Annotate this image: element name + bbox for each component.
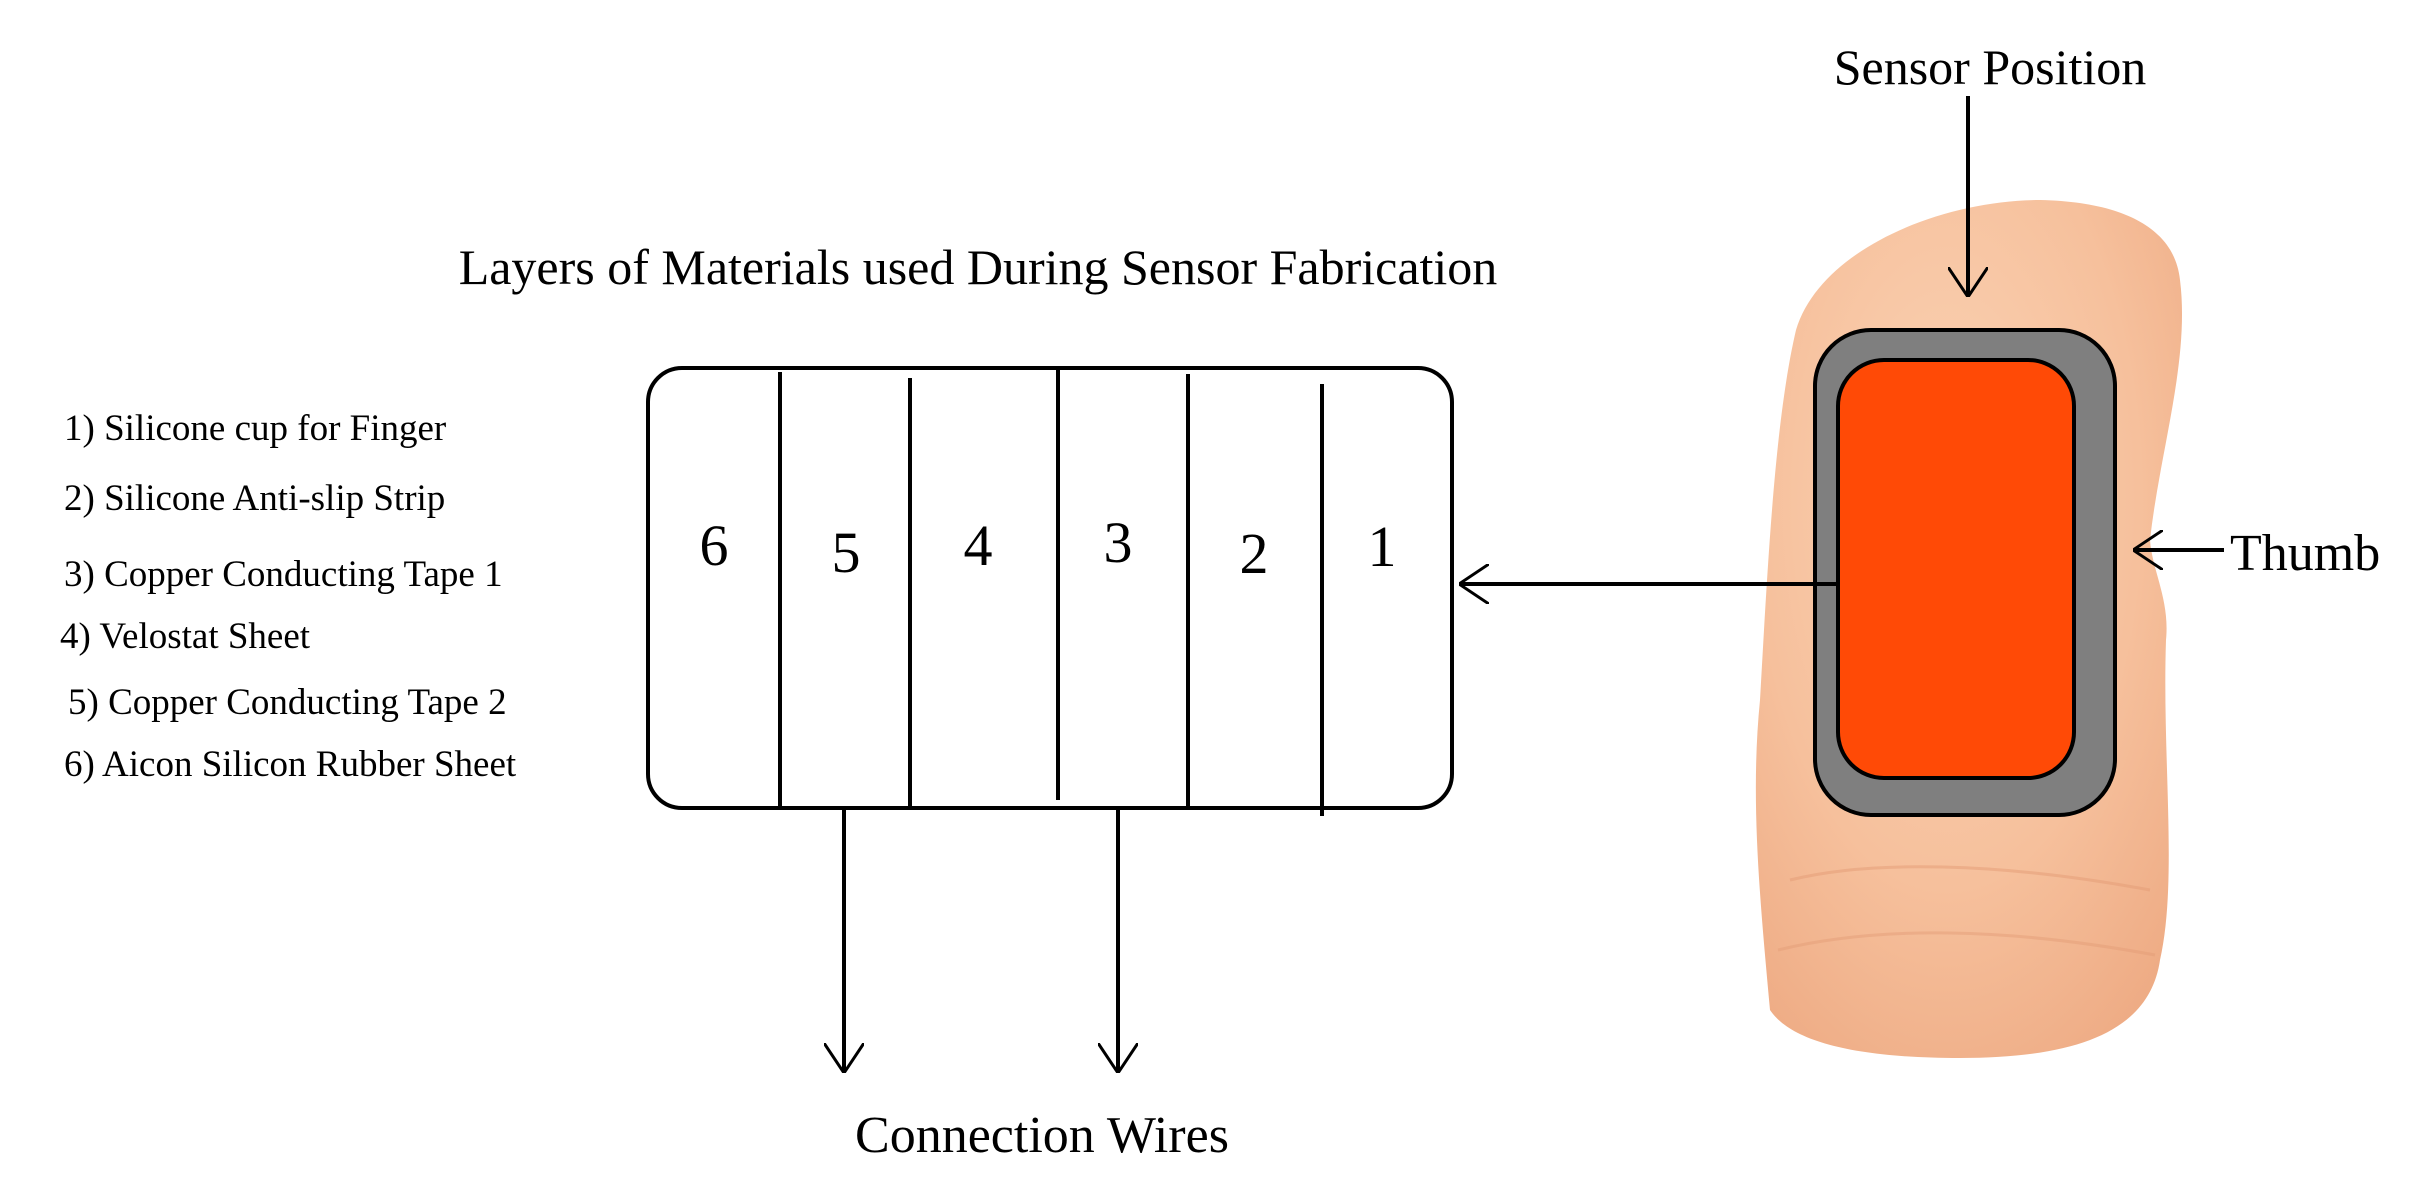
legend-item-4: 4) Velostat Sheet bbox=[60, 616, 311, 657]
thumb-crease bbox=[1789, 865, 2151, 892]
layer-number-2: 2 bbox=[1240, 521, 1269, 586]
sensor-position-label: Sensor Position bbox=[1834, 39, 2147, 95]
layer-stack-frame bbox=[646, 366, 1454, 810]
thumb-label: Thumb bbox=[2230, 525, 2380, 582]
layer-number-6: 6 bbox=[700, 513, 729, 578]
layer-number-1: 1 bbox=[1368, 514, 1397, 579]
legend-item-5: 5) Copper Conducting Tape 2 bbox=[68, 682, 507, 723]
thumb-crease bbox=[1777, 931, 2156, 957]
legend-item-2: 2) Silicone Anti-slip Strip bbox=[64, 478, 445, 519]
thumb-illustration bbox=[1755, 200, 2183, 1058]
legend-item-6: 6) Aicon Silicon Rubber Sheet bbox=[64, 744, 517, 785]
sensor-pad bbox=[1836, 358, 2076, 780]
layer-number-5: 5 bbox=[832, 520, 861, 585]
connection-wires-label: Connection Wires bbox=[855, 1107, 1229, 1164]
diagram-title: Layers of Materials used During Sensor F… bbox=[459, 239, 1498, 295]
layer-number-4: 4 bbox=[964, 513, 993, 578]
legend-item-3: 3) Copper Conducting Tape 1 bbox=[64, 554, 503, 595]
materials-legend: 1) Silicone cup for Finger 2) Silicone A… bbox=[60, 408, 517, 785]
layer-stack: 6 5 4 3 2 1 bbox=[646, 366, 1454, 816]
legend-item-1: 1) Silicone cup for Finger bbox=[64, 408, 446, 449]
layer-number-3: 3 bbox=[1104, 510, 1133, 575]
